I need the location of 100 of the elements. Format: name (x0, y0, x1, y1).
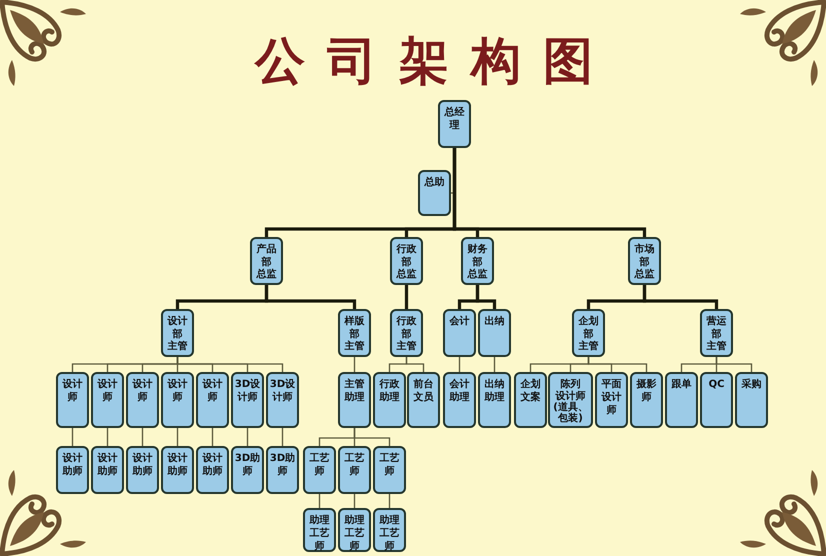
box-label: 助理工艺师 (308, 514, 330, 553)
org-box (231, 372, 264, 428)
org-box (338, 446, 371, 494)
box-label: 工艺师 (308, 452, 330, 478)
box-label: 工艺师 (344, 452, 366, 478)
org-box (250, 237, 283, 285)
box-label: 设计师 (166, 378, 188, 404)
connector-line (452, 148, 646, 237)
org-box (161, 372, 194, 428)
box-label: 设计助师 (96, 452, 118, 478)
org-box (338, 508, 371, 552)
box-label: 3D设计师 (234, 378, 262, 404)
connector-line (142, 428, 144, 446)
org-box (373, 372, 406, 428)
org-box (161, 309, 194, 357)
box-label: 3D助师 (268, 452, 296, 478)
box-label: 助理工艺师 (343, 514, 366, 553)
org-box (373, 508, 406, 552)
org-box (461, 237, 494, 285)
box-label: 会计助理 (448, 378, 470, 404)
box-label: 陈列 (560, 378, 582, 390)
org-box (126, 446, 159, 494)
chart-title: 公司架构图 (253, 30, 615, 92)
connector-line (264, 285, 356, 309)
org-box (338, 372, 371, 428)
box-label: 前台文员 (412, 378, 434, 404)
box-label: 主管助理 (343, 378, 366, 404)
connector-line (354, 494, 356, 508)
org-box (266, 446, 299, 494)
box-label: 营运部 (706, 315, 728, 340)
box-label: 主管 (166, 341, 188, 352)
connector-line (494, 357, 496, 372)
org-box (572, 309, 605, 357)
box-label: 跟单 (670, 378, 692, 391)
box-label: 设计助师 (166, 452, 188, 478)
org-box (438, 100, 471, 148)
connector-line (388, 494, 390, 508)
box-label: 总监 (633, 269, 656, 280)
box-label: 主管 (344, 341, 366, 352)
box-label: 总经理 (443, 106, 466, 132)
connector-line (212, 428, 214, 446)
connector-line (72, 428, 74, 446)
org-box (630, 372, 663, 428)
box-label: 行政部 (395, 243, 418, 268)
box-label: 主管 (396, 341, 418, 352)
box-label: 助理工艺师 (378, 514, 400, 553)
org-box (548, 372, 593, 428)
box-label: 设计助师 (201, 452, 224, 478)
box-label: QC (708, 378, 726, 391)
connector-line (458, 357, 460, 372)
box-label: 平面设计师 (600, 378, 622, 417)
box-label: 总监 (395, 269, 418, 280)
box-label: 3D设计师 (268, 378, 296, 404)
connector-line (354, 357, 356, 372)
box-label: 设计助师 (131, 452, 154, 478)
box-label: 总监 (466, 269, 488, 280)
org-box (303, 446, 336, 494)
org-box (514, 372, 547, 428)
box-label: 财务部 (466, 243, 488, 268)
box-label: 设计部 (166, 315, 188, 340)
connector-line (354, 428, 390, 446)
box-label: 摄影师 (635, 378, 658, 404)
org-box (628, 237, 661, 285)
org-box (56, 446, 89, 494)
box-label: 设计师 (201, 378, 224, 404)
box-label: 采购 (740, 378, 762, 391)
box-label: 出纳 (484, 315, 506, 328)
org-box (418, 170, 451, 216)
box-label: 工艺师 (378, 452, 400, 478)
box-label: 主管 (578, 341, 600, 352)
org-box (338, 309, 371, 357)
box-label: 企划文案 (520, 378, 542, 404)
box-label: 行政助理 (378, 378, 400, 404)
box-label: 设计师 (61, 378, 84, 404)
box-label: 总监 (255, 269, 278, 280)
org-box (91, 372, 124, 428)
box-label: 会计 (448, 315, 470, 328)
org-box (196, 446, 229, 494)
org-box (266, 372, 299, 428)
org-box (126, 372, 159, 428)
connector-line (106, 428, 108, 446)
box-label: 3D助师 (234, 452, 262, 478)
org-box (700, 372, 733, 428)
org-box (231, 446, 264, 494)
box-label: 主管 (706, 341, 728, 352)
org-box (595, 372, 628, 428)
box-label: 出纳助理 (483, 378, 506, 404)
connector-line (282, 428, 284, 446)
org-box (91, 446, 124, 494)
org-box (665, 372, 698, 428)
box-label: 产品部 (256, 243, 278, 268)
org-box (407, 372, 440, 428)
connector-line (318, 494, 320, 508)
org-box (443, 372, 476, 428)
box-label: 设计师 (96, 378, 118, 404)
org-box (700, 309, 733, 357)
box-label: 设计师 (131, 378, 154, 404)
org-box (303, 508, 336, 552)
box-label: 设计助师 (61, 452, 84, 478)
org-box (735, 372, 768, 428)
